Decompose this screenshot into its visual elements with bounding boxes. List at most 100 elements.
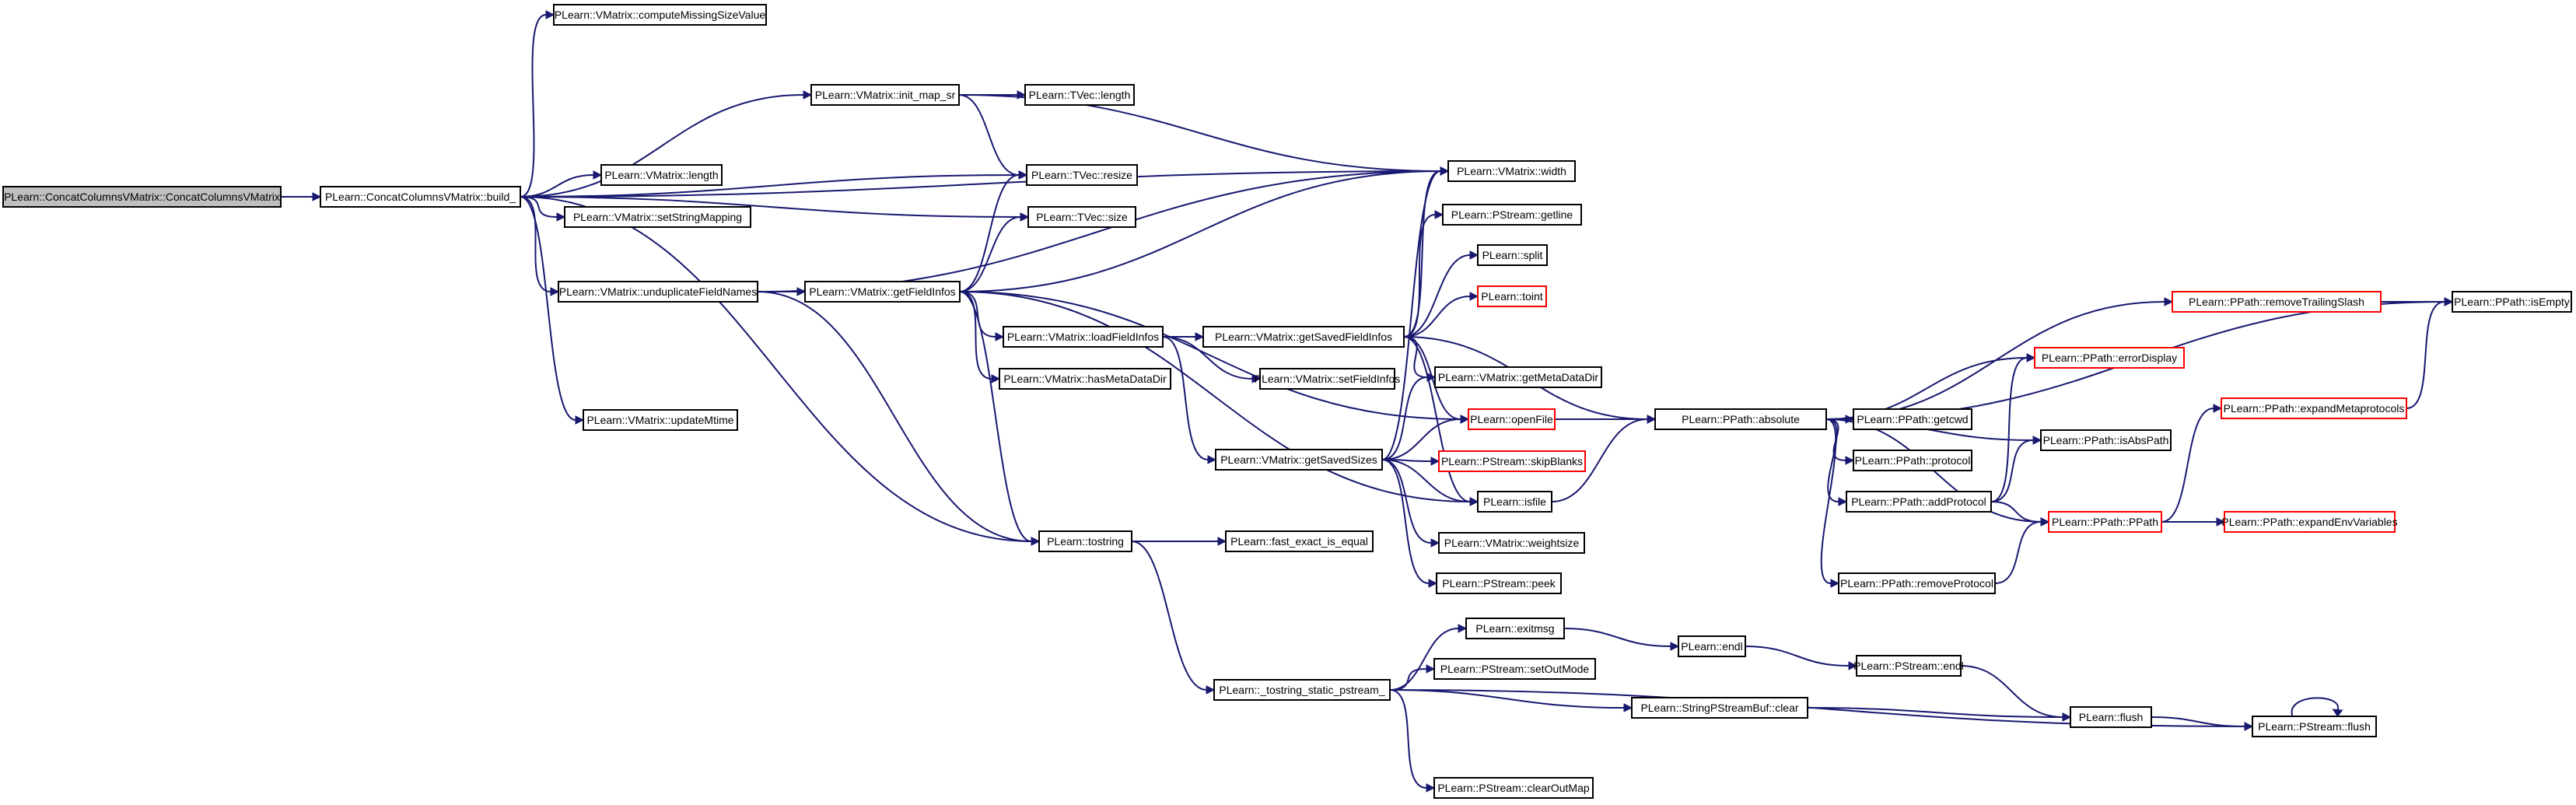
- call-edge-ppath-removetrailingslash-to-ppath-isempty: [2380, 297, 2454, 306]
- call-edge-vmatrix-getsavedsizes-to-vmatrix-weightsize: [1381, 459, 1440, 548]
- node-vmatrix-updatemtime[interactable]: PLearn::VMatrix::updateMtime: [583, 409, 738, 431]
- call-edge-vmatrix-loadfieldinfos-to-vmatrix-setfieldinfos: [1162, 336, 1262, 383]
- call-edge-concatcolumnsvmatrix-build-to-vmatrix-init-map-sr: [520, 90, 813, 198]
- node-tvec-length[interactable]: PLearn::TVec::length: [1024, 84, 1135, 106]
- node-vmatrix-computemissingsizevalue[interactable]: PLearn::VMatrix::computeMissingSizeValue: [553, 4, 767, 26]
- node-pstream-clearoutmap[interactable]: PLearn::PStream::clearOutMap: [1433, 777, 1594, 799]
- node-box: [999, 368, 1171, 390]
- call-edge-endl-to-pstream-endl: [1745, 646, 1858, 670]
- node-box: [1856, 655, 1962, 677]
- node-box: [1853, 408, 1972, 430]
- node-endl[interactable]: PLearn::endl: [1678, 635, 1746, 657]
- node-pstream-getline[interactable]: PLearn::PStream::getline: [1442, 204, 1582, 226]
- node-box: [1465, 618, 1565, 639]
- node-box: [2, 186, 282, 208]
- node-split[interactable]: PLearn::split: [1477, 244, 1548, 266]
- node-vmatrix-setstringmapping[interactable]: PLearn::VMatrix::setStringMapping: [564, 206, 751, 228]
- node-label: PLearn::PPath::expandMetaprotocols: [2224, 402, 2405, 415]
- node-label: PLearn::fast_exact_is_equal: [1230, 535, 1368, 548]
- node-label: PLearn::VMatrix::length: [604, 169, 718, 181]
- node-ppath-protocol[interactable]: PLearn::PPath::protocol: [1853, 450, 1972, 471]
- node-label: PLearn::VMatrix::setFieldInfos: [1255, 373, 1401, 385]
- node-box: [2452, 291, 2572, 313]
- call-edge-vmatrix-getfieldinfos-to-isfile: [959, 291, 1479, 506]
- call-edge-vmatrix-getsavedsizes-to-pstream-peek: [1381, 459, 1438, 588]
- node-box: [1003, 326, 1164, 348]
- node-tostring[interactable]: PLearn::tostring: [1038, 530, 1132, 552]
- node-ppath-addprotocol[interactable]: PLearn::PPath::addProtocol: [1846, 491, 1992, 513]
- node-box: [2040, 429, 2172, 451]
- call-edge-ppath-addprotocol-to-ppath-errordisplay: [1990, 353, 2036, 502]
- node-vmatrix-setfieldinfos[interactable]: PLearn::VMatrix::setFieldInfos: [1255, 368, 1401, 390]
- node-ppath-ppath[interactable]: PLearn::PPath::PPath: [2048, 511, 2162, 533]
- node-box: [1433, 777, 1594, 799]
- node-stringpstreambuf-clear[interactable]: PLearn::StringPStreamBuf::clear: [1631, 697, 1808, 719]
- node-vmatrix-getsavedsizes[interactable]: PLearn::VMatrix::getSavedSizes: [1215, 449, 1383, 471]
- node-vmatrix-hasmetadatadir[interactable]: PLearn::VMatrix::hasMetaDataDir: [999, 368, 1171, 390]
- node-vmatrix-getsavedfieldinfos[interactable]: PLearn::VMatrix::getSavedFieldInfos: [1202, 326, 1405, 348]
- node-ppath-isabspath[interactable]: PLearn::PPath::isAbsPath: [2040, 429, 2172, 451]
- node-box: [1838, 572, 1996, 594]
- node-box: [1442, 204, 1582, 226]
- node-pstream-flush[interactable]: PLearn::PStream::flush: [2252, 716, 2377, 737]
- node-vmatrix-init-map-sr[interactable]: PLearn::VMatrix::init_map_sr: [810, 84, 960, 106]
- call-edge-vmatrix-unduplicatefieldnames-to-tostring: [757, 291, 1041, 546]
- node-pstream-endl[interactable]: PLearn::PStream::endl: [1853, 655, 1964, 677]
- node-label: PLearn::VMatrix::width: [1457, 165, 1566, 177]
- call-edge-vmatrix-getsavedsizes-to-vmatrix-getmetadatadir: [1381, 373, 1437, 460]
- node-ppath-isempty[interactable]: PLearn::PPath::isEmpty: [2452, 291, 2572, 313]
- node-label: PLearn::TVec::length: [1029, 89, 1131, 101]
- call-edge-vmatrix-getfieldinfos-to-tostring: [959, 291, 1041, 546]
- node-vmatrix-getfieldinfos[interactable]: PLearn::VMatrix::getFieldInfos: [804, 281, 961, 303]
- node-concatcolumnsvmatrix-build[interactable]: PLearn::ConcatColumnsVMatrix::build_: [320, 186, 521, 208]
- node-box: [2252, 716, 2377, 737]
- node-pstream-skipblanks[interactable]: PLearn::PStream::skipBlanks: [1438, 450, 1586, 472]
- node-label: PLearn::VMatrix::getSavedSizes: [1220, 453, 1377, 466]
- node-ppath-errordisplay[interactable]: PLearn::PPath::errorDisplay: [2034, 347, 2185, 369]
- node-tvec-size[interactable]: PLearn::TVec::size: [1027, 206, 1136, 228]
- node-vmatrix-length[interactable]: PLearn::VMatrix::length: [600, 164, 723, 186]
- node-label: PLearn::TVec::resize: [1031, 169, 1132, 181]
- node-label: PLearn::PStream::endl: [1853, 660, 1964, 672]
- node-vmatrix-weightsize[interactable]: PLearn::VMatrix::weightsize: [1438, 532, 1585, 554]
- call-edge-concatcolumnsvmatrix-build-to-vmatrix-updatemtime: [520, 196, 585, 425]
- node-vmatrix-unduplicatefieldnames[interactable]: PLearn::VMatrix::unduplicateFieldNames: [558, 281, 758, 303]
- node-ppath-expandmetaprotocols[interactable]: PLearn::PPath::expandMetaprotocols: [2221, 397, 2407, 419]
- node-box: [1225, 530, 1374, 552]
- node-box: [1438, 450, 1586, 472]
- node-ppath-removeprotocol[interactable]: PLearn::PPath::removeProtocol: [1838, 572, 1996, 594]
- call-edge-vmatrix-getsavedsizes-to-openfile: [1381, 415, 1470, 460]
- node-tvec-resize[interactable]: PLearn::TVec::resize: [1026, 164, 1138, 186]
- node-label: PLearn::isfile: [1483, 495, 1546, 508]
- node-pstream-peek[interactable]: PLearn::PStream::peek: [1436, 572, 1562, 594]
- node-toint[interactable]: PLearn::toint: [1477, 285, 1547, 307]
- node-openfile[interactable]: PLearn::openFile: [1468, 408, 1556, 430]
- node-label: PLearn::VMatrix::computeMissingSizeValue: [555, 9, 766, 21]
- node-vmatrix-width[interactable]: PLearn::VMatrix::width: [1447, 160, 1576, 182]
- node-label: PLearn::PStream::skipBlanks: [1441, 455, 1583, 467]
- node-box: [2034, 347, 2185, 369]
- node-tostring-static-pstream[interactable]: PLearn::_tostring_static_pstream_: [1213, 679, 1391, 701]
- node-vmatrix-getmetadatadir[interactable]: PLearn::VMatrix::getMetaDataDir: [1434, 366, 1602, 388]
- call-edge-tostring-to-tostring-static-pstream: [1131, 541, 1216, 695]
- node-flush[interactable]: PLearn::flush: [2070, 706, 2152, 728]
- call-edge-vmatrix-getfieldinfos-to-vmatrix-hasmetadatadir: [959, 291, 1001, 383]
- node-label: PLearn::StringPStreamBuf::clear: [1640, 702, 1798, 714]
- node-ppath-expandenvvariables[interactable]: PLearn::PPath::expandEnvVariables: [2221, 511, 2398, 533]
- node-box: [1213, 679, 1391, 701]
- node-exitmsg[interactable]: PLearn::exitmsg: [1465, 618, 1565, 639]
- node-ppath-absolute[interactable]: PLearn::PPath::absolute: [1654, 408, 1827, 430]
- node-isfile[interactable]: PLearn::isfile: [1477, 491, 1552, 513]
- node-label: PLearn::flush: [2079, 711, 2144, 723]
- node-ppath-removetrailingslash[interactable]: PLearn::PPath::removeTrailingSlash: [2172, 291, 2382, 313]
- node-label: PLearn::PPath::PPath: [2052, 516, 2158, 528]
- node-box: [2048, 511, 2162, 533]
- node-box: [1024, 84, 1135, 106]
- node-box: [1434, 366, 1602, 388]
- node-label: PLearn::PStream::flush: [2258, 720, 2371, 733]
- node-vmatrix-loadfieldinfos[interactable]: PLearn::VMatrix::loadFieldInfos: [1003, 326, 1164, 348]
- node-fast-exact-is-equal[interactable]: PLearn::fast_exact_is_equal: [1225, 530, 1374, 552]
- node-box: [1468, 408, 1556, 430]
- node-ppath-getcwd[interactable]: PLearn::PPath::getcwd: [1853, 408, 1972, 430]
- node-pstream-setoutmode[interactable]: PLearn::PStream::setOutMode: [1433, 658, 1596, 680]
